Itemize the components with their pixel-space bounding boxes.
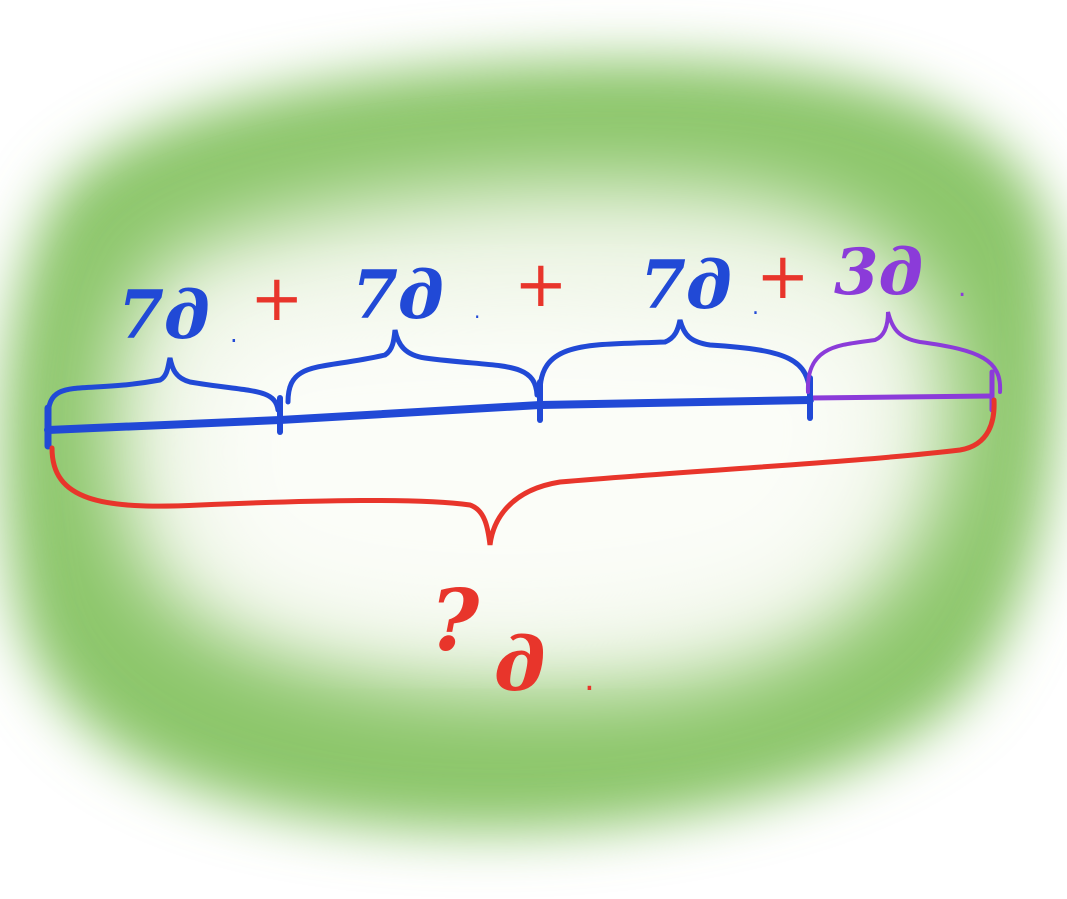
plus-sign-1: + <box>250 262 304 336</box>
total-dot: . <box>584 659 595 699</box>
total-question-mark: ? <box>430 571 480 670</box>
segment-label-1: 7д <box>118 276 210 354</box>
number-line-purple <box>807 393 995 401</box>
segment-dot-4: . <box>958 273 966 303</box>
brace-segment-1 <box>45 357 281 421</box>
brace-segment-2 <box>285 329 540 405</box>
segment-dot-1: . <box>230 320 238 348</box>
segment-label-2: 7д <box>352 256 444 334</box>
number-line-blue <box>44 396 814 434</box>
segment-dot-2: . <box>474 299 480 323</box>
brace-segment-4 <box>805 311 1003 394</box>
segment-label-3: 7д <box>640 246 732 324</box>
plus-sign-3: + <box>756 240 810 314</box>
brace-segment-3 <box>537 319 813 398</box>
segment-label-4: 3д <box>834 235 923 310</box>
plus-sign-2: + <box>514 248 568 322</box>
total-brace <box>49 397 997 546</box>
total-unit: д <box>494 622 545 708</box>
segment-dot-3: . <box>752 295 759 320</box>
